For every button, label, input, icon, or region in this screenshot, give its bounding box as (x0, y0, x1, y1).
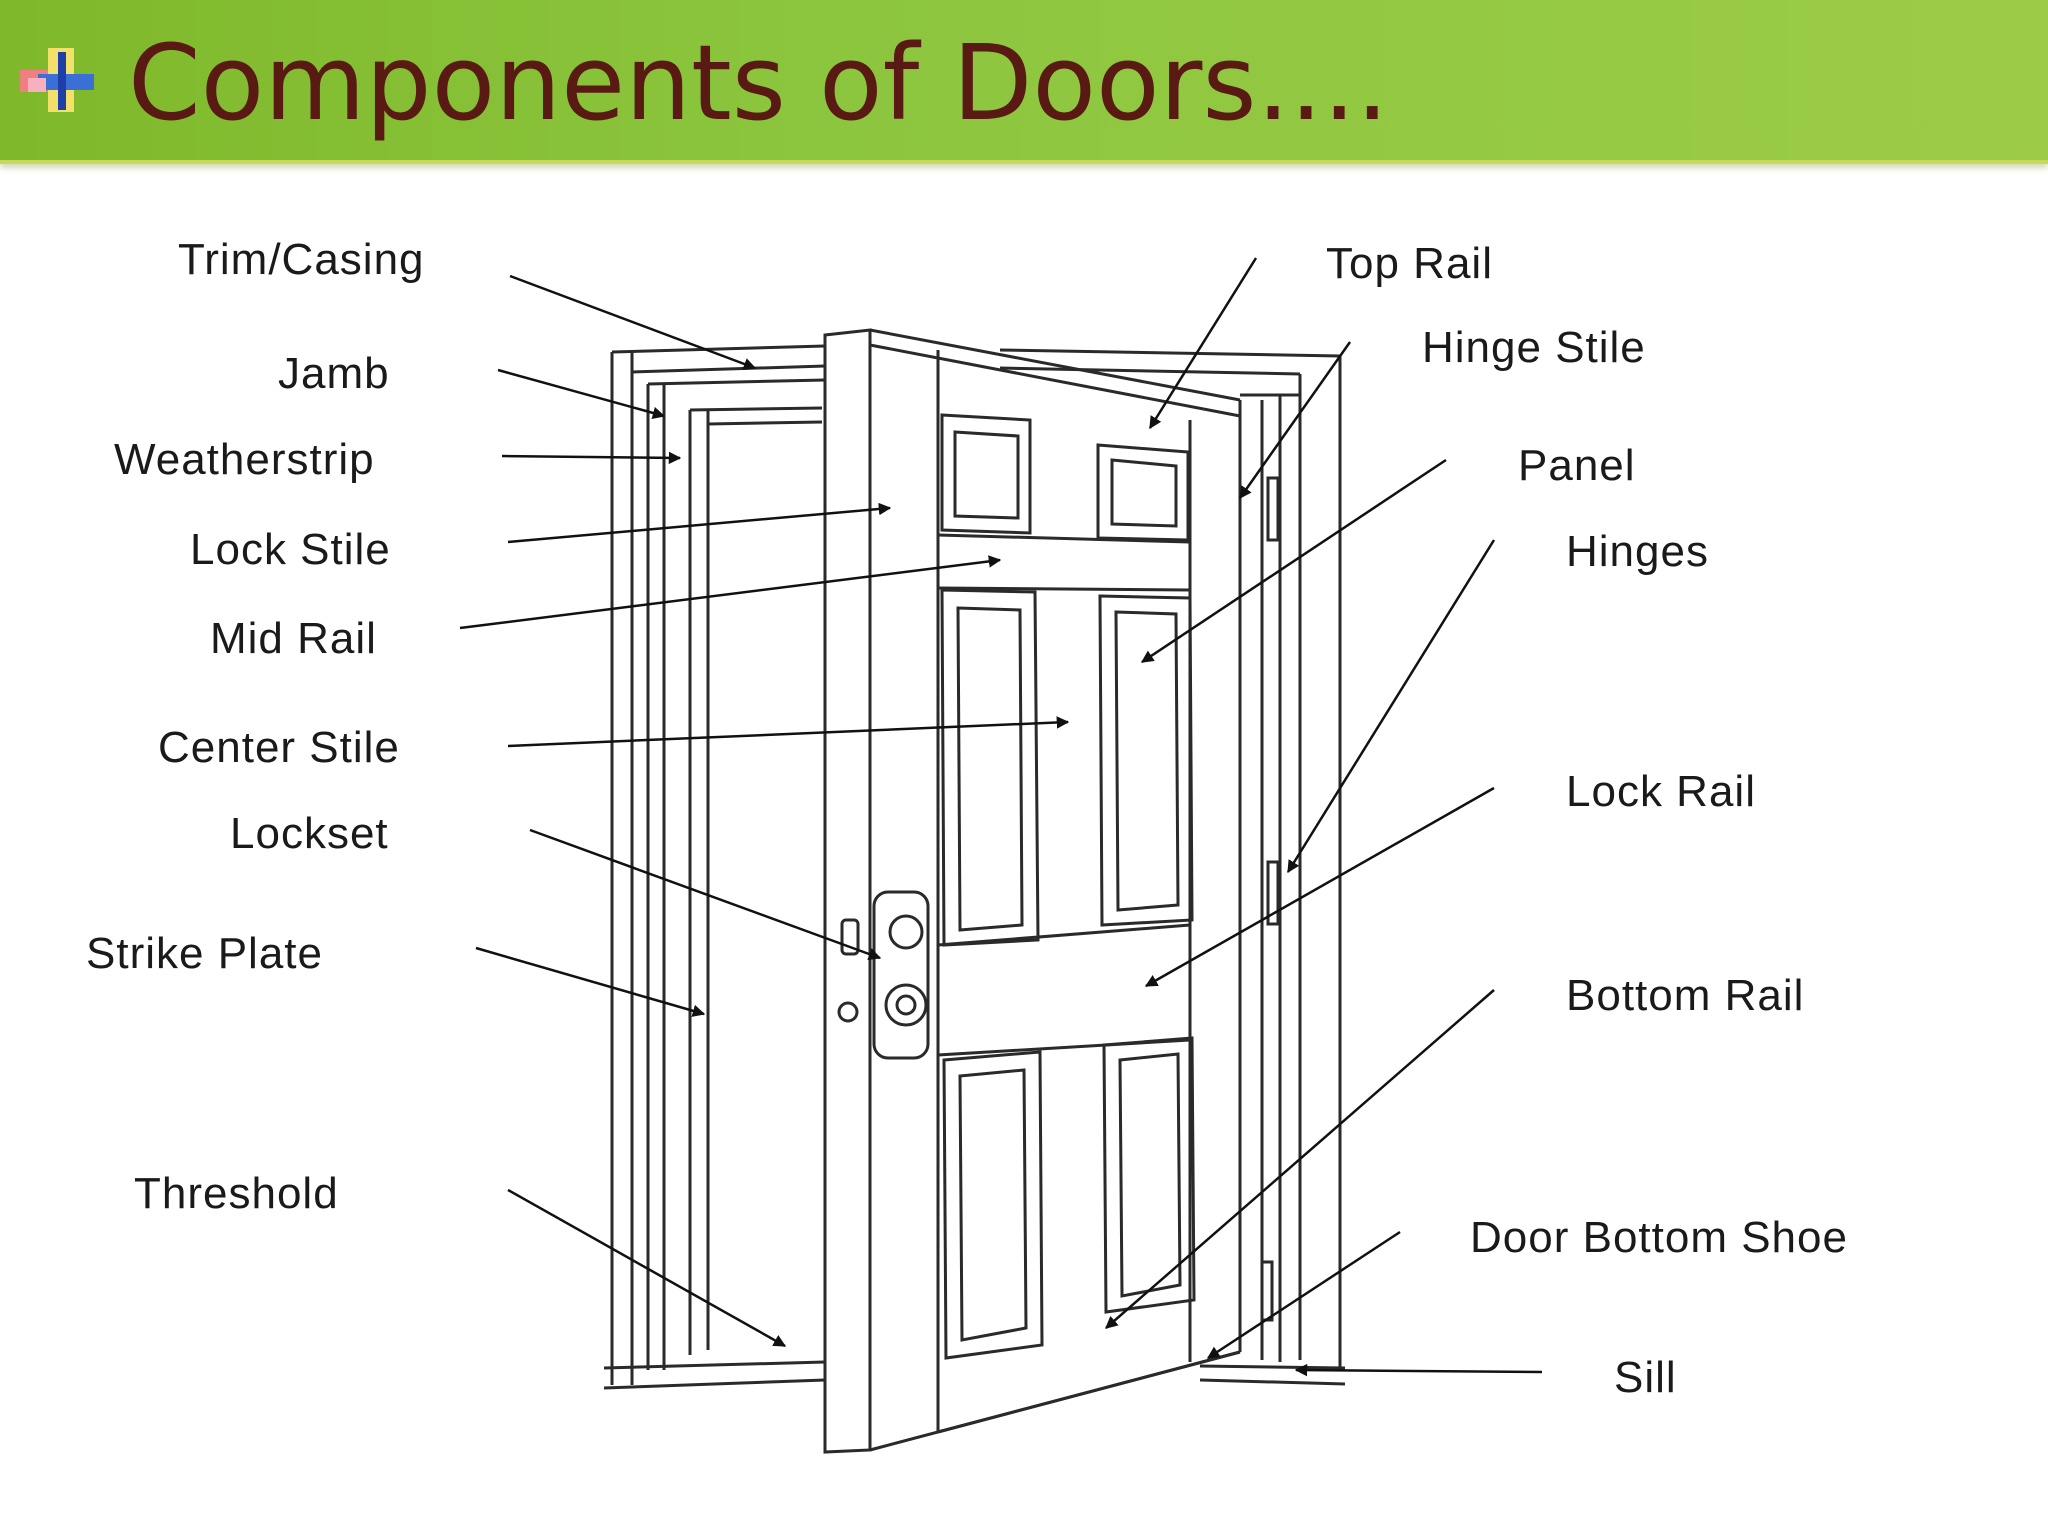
label-lock-stile: Lock Stile (190, 525, 391, 574)
label-center-stile: Center Stile (158, 723, 400, 772)
label-top-rail: Top Rail (1326, 239, 1493, 288)
label-trim-casing: Trim/Casing (178, 235, 425, 284)
label-threshold: Threshold (134, 1169, 339, 1218)
title-bar: Components of Doors.... (0, 0, 2048, 164)
label-hinge-stile: Hinge Stile (1422, 323, 1646, 372)
page-title: Components of Doors.... (128, 22, 1389, 144)
label-mid-rail: Mid Rail (210, 614, 377, 663)
door-drawing (603, 328, 1346, 1454)
label-sill: Sill (1614, 1353, 1677, 1402)
label-hinges: Hinges (1566, 527, 1709, 576)
label-lockset: Lockset (230, 809, 389, 858)
label-panel: Panel (1518, 441, 1636, 490)
label-lock-rail: Lock Rail (1566, 767, 1756, 816)
label-weatherstrip: Weatherstrip (114, 435, 375, 484)
label-strike-plate: Strike Plate (86, 929, 323, 978)
colored-cross-bullet-icon (20, 48, 94, 112)
leader-lines (459, 257, 1543, 1377)
label-bottom-rail: Bottom Rail (1566, 971, 1804, 1020)
label-door-bottom-shoe: Door Bottom Shoe (1470, 1213, 1848, 1262)
label-jamb: Jamb (278, 349, 390, 398)
